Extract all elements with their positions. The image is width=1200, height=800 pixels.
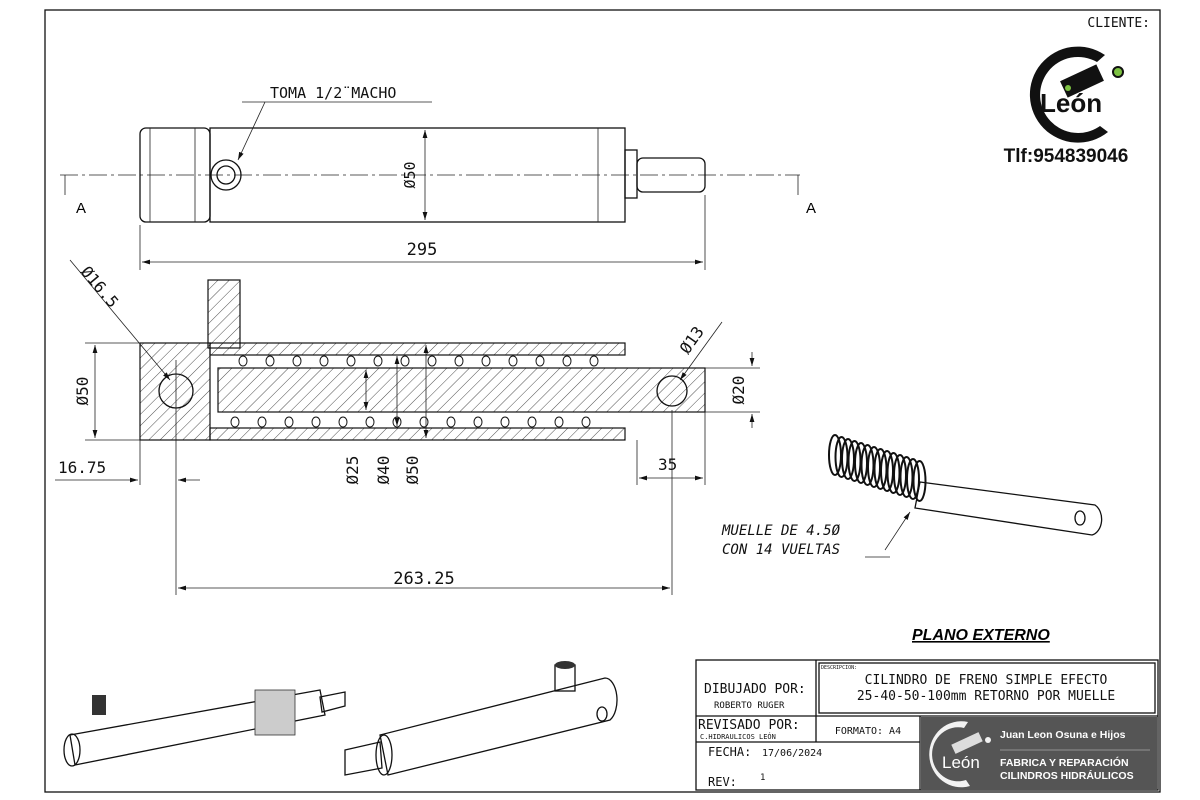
spring-coil [284, 416, 294, 428]
port-fitting [210, 159, 242, 191]
spring-coil [886, 452, 901, 494]
spring-coil [265, 355, 275, 367]
dim-cap-dia: Ø50 [73, 377, 92, 406]
spring-coil [446, 416, 456, 428]
spring-coil [860, 444, 875, 486]
spring-coil [373, 355, 383, 367]
spring-coil [238, 355, 248, 367]
dim-body-dia: Ø50 [401, 161, 419, 188]
description-line1: CILINDRO DE FRENO SIMPLE EFECTO [865, 673, 1108, 688]
company-logo-text: León [942, 753, 980, 772]
spring-coil [847, 440, 862, 482]
reviewed-by-value: C.HIDRAULICOS LEÓN [700, 732, 776, 741]
client-logo-text: León [1040, 88, 1102, 118]
spring-coil [338, 416, 348, 428]
spring-coil [473, 416, 483, 428]
spring-coil [427, 355, 437, 367]
spring-coil [893, 454, 907, 496]
port-callout: TOMA 1/2¨MACHO [270, 84, 396, 102]
spring-coil [319, 355, 329, 367]
section-mark-right: A [806, 200, 816, 217]
piston-rod-section [217, 367, 706, 413]
spring-coil [854, 442, 868, 484]
dim-offset-right: 35 [658, 455, 677, 474]
dim-dia-25: Ø25 [343, 456, 362, 485]
client-logo: León [1029, 46, 1124, 143]
dim-hole-dia: Ø16.5 [77, 262, 123, 311]
spring-coil [912, 460, 927, 502]
spring-coil [562, 355, 572, 367]
rev-label: REV: [708, 775, 737, 789]
spring-coil [867, 446, 881, 488]
date-label: FECHA: [708, 745, 751, 759]
top-view: TOMA 1/2¨MACHO Ø50 295 A A [60, 84, 816, 270]
spring-coil [346, 355, 356, 367]
dim-center-length: 263.25 [393, 569, 454, 589]
dim-overall-length: 295 [407, 240, 438, 260]
drawing-frame [44, 9, 1161, 793]
end-cap-section [139, 342, 211, 441]
client-box: CLIENTE: León Tlf:954839046 [1004, 16, 1150, 167]
spring-coil [500, 416, 510, 428]
port-section [207, 279, 241, 349]
drawn-by-value: ROBERTO RUGER [714, 701, 785, 711]
spring-coil [454, 355, 464, 367]
spring-coil [400, 355, 410, 367]
spring-coil [311, 416, 321, 428]
rev-value: 1 [760, 773, 765, 783]
spring-coil [873, 448, 888, 490]
format: FORMATO: A4 [835, 726, 901, 737]
section-view: 263.25 Ø50 Ø16.5 16.75 35 Ø25 Ø40 Ø50 Ø1… [55, 259, 760, 595]
spring-coil [365, 416, 375, 428]
spring-coil [589, 355, 599, 367]
spring-coil [906, 458, 920, 500]
dim-rod-hole-dia: Ø13 [676, 323, 708, 358]
spring-coil [581, 416, 591, 428]
spring-coil [419, 416, 429, 428]
spring-coil [834, 436, 849, 478]
spring-coil [508, 355, 518, 367]
company-name: Juan Leon Osuna e Hijos [1000, 729, 1126, 741]
spring-coil [880, 450, 894, 492]
reviewed-by-label: REVISADO POR: [698, 718, 800, 733]
plan-title: PLANO EXTERNO [912, 627, 1050, 644]
dim-offset-left: 16.75 [58, 458, 106, 477]
dim-rod-dia: Ø20 [729, 376, 748, 405]
spring-coil [828, 434, 842, 476]
company-line2: CILINDROS HIDRÁULICOS [1000, 769, 1134, 782]
description-label: DESCRIPCION: [821, 665, 857, 671]
dim-dia-40: Ø40 [374, 456, 393, 485]
spring-note-line2: CON 14 VUELTAS [722, 542, 840, 558]
spring-coil [841, 438, 855, 480]
client-phone: Tlf:954839046 [1004, 146, 1129, 167]
spring-coil [257, 416, 267, 428]
drawn-by-label: DIBUJADO POR: [704, 682, 806, 697]
isometric-views [63, 661, 618, 776]
spring-note-line1: MUELLE DE 4.5Ø [721, 523, 841, 539]
spring-coil [230, 416, 240, 428]
dim-dia-50: Ø50 [403, 456, 422, 485]
spring-coil [535, 355, 545, 367]
description-line2: 25-40-50-100mm RETORNO POR MUELLE [857, 689, 1115, 704]
spring-coil [527, 416, 537, 428]
section-mark-left: A [76, 200, 86, 217]
company-banner: León Juan Leon Osuna e Hijos FABRICA Y R… [921, 717, 1157, 790]
spring-coil [554, 416, 564, 428]
date-value: 17/06/2024 [762, 748, 822, 759]
spring-rod-isometric: MUELLE DE 4.5Ø CON 14 VUELTAS [721, 434, 1103, 558]
spring-coil [292, 355, 302, 367]
client-label: CLIENTE: [1087, 16, 1150, 31]
company-line1: FABRICA Y REPARACIÓN [1000, 756, 1129, 769]
title-block: DIBUJADO POR: ROBERTO RUGER DESCRIPCION:… [695, 659, 1159, 791]
rod [636, 157, 706, 193]
spring-coil [899, 456, 914, 498]
spring-coil [481, 355, 491, 367]
